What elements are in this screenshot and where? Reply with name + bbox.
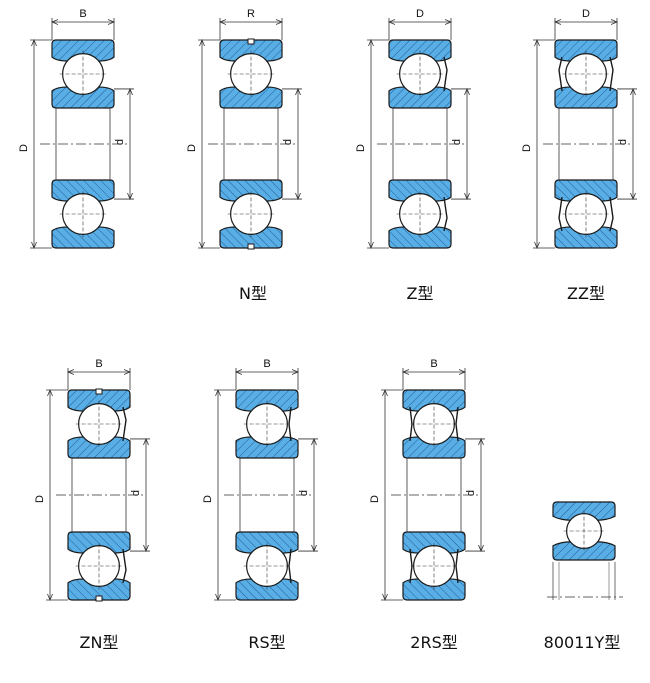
seal: [455, 548, 459, 584]
bore-dimension-label: d: [465, 490, 477, 496]
type-caption: ZN型: [80, 633, 119, 652]
bearing-figure-open: Dd B: [18, 8, 134, 250]
width-dimension-label: D: [416, 8, 424, 20]
od-dimension-label: D: [355, 144, 367, 152]
type-caption: Z型: [407, 284, 434, 303]
type-caption: ZZ型: [567, 284, 605, 303]
shield: [122, 548, 127, 584]
shield: [609, 196, 614, 232]
snap-ring-groove: [95, 388, 103, 395]
width-dimension-label: R: [247, 8, 255, 20]
bore-dimension-label: d: [298, 490, 310, 496]
seal: [409, 548, 413, 584]
od-dimension-label: D: [34, 495, 46, 503]
seal: [288, 548, 292, 584]
type-caption: 2RS型: [410, 633, 457, 652]
shield: [443, 56, 448, 92]
bearing-figure-zn: Dd B ZN型: [34, 358, 150, 652]
shield: [609, 56, 614, 92]
width-dimension-label: D: [582, 8, 590, 20]
width-dimension-label: B: [95, 358, 102, 370]
od-dimension-label: D: [186, 144, 198, 152]
bearing-figure-rs: Dd B RS型: [202, 358, 318, 652]
bearing-figure-2rs: Dd B 2RS型: [369, 358, 485, 652]
shield: [558, 56, 563, 92]
bore-dimension-label: d: [617, 139, 629, 145]
od-dimension-label: D: [369, 495, 381, 503]
od-dimension-label: D: [521, 144, 533, 152]
seal: [288, 406, 292, 442]
type-caption: 80011Y型: [544, 633, 621, 652]
shield: [558, 196, 563, 232]
width-dimension-label: B: [79, 8, 86, 20]
type-caption: RS型: [248, 633, 285, 652]
od-dimension-label: D: [202, 495, 214, 503]
width-dimension-label: B: [430, 358, 437, 370]
shield: [443, 196, 448, 232]
width-dimension-label: B: [263, 358, 270, 370]
seal: [409, 406, 413, 442]
snap-ring-groove: [247, 243, 255, 250]
bore-dimension-label: d: [130, 490, 142, 496]
snap-ring-groove: [247, 38, 255, 45]
bearing-figure-80011y: 80011Y型: [544, 501, 623, 652]
seal: [455, 406, 459, 442]
od-dimension-label: D: [18, 144, 30, 152]
snap-ring-groove: [95, 595, 103, 602]
bore-dimension-label: d: [451, 139, 463, 145]
type-caption: N型: [239, 284, 267, 303]
bore-dimension-label: d: [282, 139, 294, 145]
bore-dimension-label: d: [114, 139, 126, 145]
shield: [122, 406, 127, 442]
bearing-figure-n: Dd R N型: [186, 8, 302, 303]
